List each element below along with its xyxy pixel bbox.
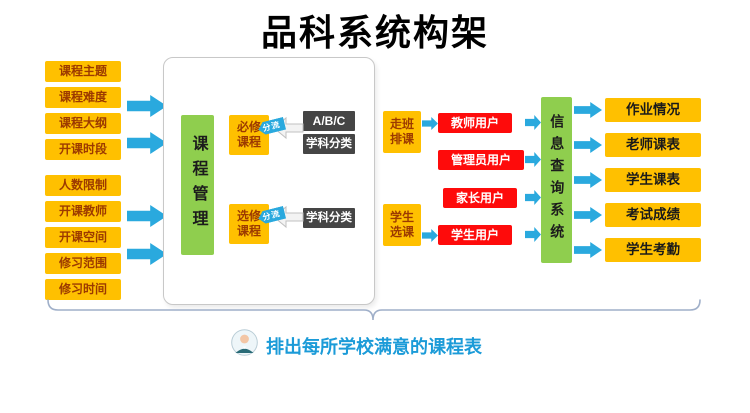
- student-selection-box: 学生选课: [383, 204, 421, 246]
- flow-arrow-icon: [127, 243, 167, 265]
- input-study-time: 修习时间: [45, 279, 121, 300]
- info-query-system-box: 信息查询系统: [541, 97, 572, 263]
- flow-arrow-icon: [127, 95, 167, 117]
- input-study-scope: 修习范围: [45, 253, 121, 274]
- diagram-title: 品科系统构架: [260, 12, 489, 53]
- subject-classification-box: 学科分类: [303, 134, 355, 154]
- parent-user-box: 家长用户: [443, 188, 517, 208]
- input-course-outline: 课程大纲: [45, 113, 121, 134]
- input-course-difficulty: 课程难度: [45, 87, 121, 108]
- output-teacher-timetable-box: 老师课表: [605, 133, 701, 157]
- subject-classification-box: 学科分类: [303, 208, 355, 228]
- output-homework-box: 作业情况: [605, 98, 701, 122]
- input-course-theme: 课程主题: [45, 61, 121, 82]
- flow-arrow-icon: [127, 132, 167, 154]
- course-management-box: 课程管理: [181, 115, 214, 255]
- flow-arrow-icon: [525, 227, 541, 242]
- input-course-teacher: 开课教师: [45, 201, 121, 222]
- output-exam-results-box: 考试成绩: [605, 203, 701, 227]
- abc-grouping-box: A/B/C: [303, 111, 355, 131]
- flow-arrow-icon: [525, 190, 541, 205]
- input-course-space: 开课空间: [45, 227, 121, 248]
- admin-user-box: 管理员用户: [438, 150, 524, 170]
- elective-course-box: 选修课程: [229, 204, 269, 244]
- teacher-user-box: 教师用户: [438, 113, 512, 133]
- brace-icon: [0, 296, 750, 335]
- required-course-box: 必修课程: [229, 115, 269, 155]
- flow-arrow-icon: [422, 117, 438, 130]
- flow-arrow-icon: [574, 102, 602, 118]
- flow-arrow-icon: [574, 242, 602, 258]
- output-attendance-box: 学生考勤: [605, 238, 701, 262]
- flow-arrow-icon: [574, 207, 602, 223]
- flow-arrow-icon: [127, 205, 167, 227]
- flow-arrow-icon: [574, 137, 602, 153]
- input-headcount-limit: 人数限制: [45, 175, 121, 196]
- flow-arrow-icon: [422, 229, 438, 242]
- flow-arrow-icon: [525, 115, 541, 130]
- slogan-text: 排出每所学校满意的课程表: [266, 337, 482, 357]
- class-scheduling-box: 走班排课: [383, 111, 421, 153]
- student-user-box: 学生用户: [438, 225, 512, 245]
- flow-arrow-icon: [574, 172, 602, 188]
- flow-arrow-icon: [525, 152, 541, 167]
- input-course-schedule: 开课时段: [45, 139, 121, 160]
- person-avatar-icon: [231, 329, 258, 361]
- output-student-timetable-box: 学生课表: [605, 168, 701, 192]
